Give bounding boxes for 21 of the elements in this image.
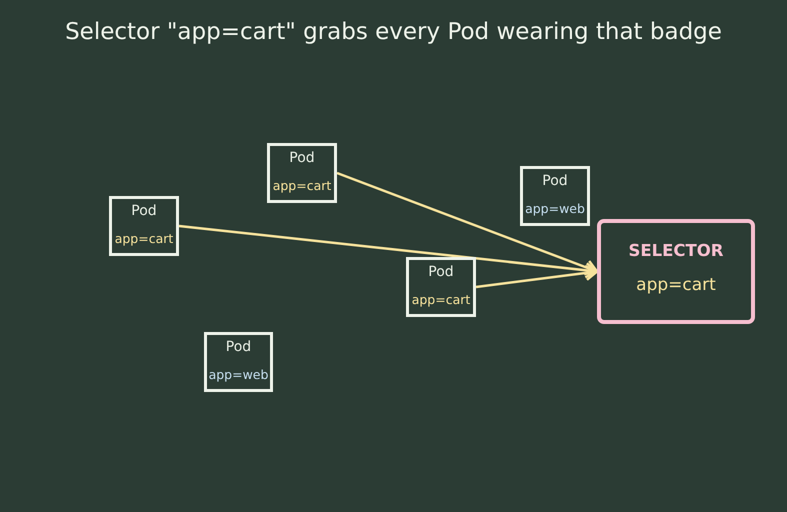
pod-title: Pod (542, 172, 568, 190)
pod-label: app=web (208, 367, 268, 383)
pod-label: app=cart (412, 292, 470, 308)
pod-label: app=web (525, 201, 585, 217)
selector-value: app=cart (636, 274, 716, 296)
pod-box (109, 196, 179, 256)
selector-box (597, 219, 755, 324)
pod-box (520, 166, 590, 226)
pod-title: Pod (428, 263, 454, 281)
pod-box (406, 257, 476, 317)
pod-title: Pod (289, 149, 315, 167)
pod-box (204, 332, 273, 392)
arrow (476, 264, 598, 288)
pod-label: app=cart (114, 231, 174, 247)
selector-heading: SELECTOR (628, 241, 724, 261)
diagram-title: Selector "app=cart" grabs every Pod wearing that badge (65, 19, 722, 45)
pod-title: Pod (226, 338, 252, 356)
arrow (336, 172, 598, 276)
pod-title: Pod (131, 202, 157, 220)
pod-label: app=cart (272, 178, 332, 194)
pod-box (267, 143, 337, 203)
